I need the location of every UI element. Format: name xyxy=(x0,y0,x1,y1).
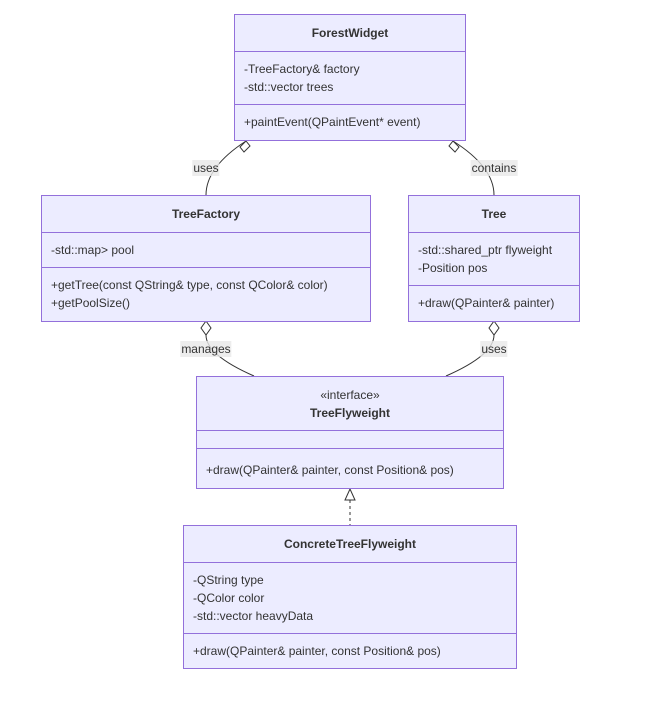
edge-label-uses: uses xyxy=(192,160,220,176)
class-attributes xyxy=(197,431,503,449)
class-attribute: -QColor color xyxy=(193,591,265,605)
class-name: ConcreteTreeFlyweight xyxy=(283,537,417,551)
class-header: TreeFactory xyxy=(42,196,370,233)
class-attributes: -TreeFactory& factory -std::vector trees xyxy=(235,52,465,105)
class-header: Tree xyxy=(409,196,579,233)
aggregation-diamond-forest-factory xyxy=(239,140,251,153)
class-method: +draw(QPainter& painter, const Position&… xyxy=(206,463,454,477)
class-attribute: -Position pos xyxy=(418,261,488,275)
edge-label-contains: contains xyxy=(470,160,518,176)
class-attributes: -QString type -QColor color -std::vector… xyxy=(184,563,516,634)
class-method: +draw(QPainter& painter, const Position&… xyxy=(193,644,441,658)
class-tree-factory: TreeFactory -std::map> pool +getTree(con… xyxy=(41,195,371,322)
class-name: ForestWidget xyxy=(311,26,389,40)
class-methods: +draw(QPainter& painter) xyxy=(409,286,579,312)
class-method: +paintEvent(QPaintEvent* event) xyxy=(244,115,421,129)
realization-arrowhead xyxy=(344,487,356,501)
class-name: Tree xyxy=(481,207,507,221)
edge-label-uses: uses xyxy=(480,341,508,357)
edge-label-manages: manages xyxy=(180,341,232,357)
class-attribute: -std::vector trees xyxy=(244,80,334,94)
class-tree-flyweight: «interface» TreeFlyweight +draw(QPainter… xyxy=(196,376,504,489)
class-stereotype: «interface» xyxy=(320,387,380,402)
class-name: TreeFlyweight xyxy=(309,405,391,420)
class-header: ForestWidget xyxy=(235,15,465,52)
class-header: «interface» TreeFlyweight xyxy=(197,377,503,431)
class-methods: +draw(QPainter& painter, const Position&… xyxy=(184,634,516,660)
class-methods: +draw(QPainter& painter, const Position&… xyxy=(197,449,503,479)
class-attribute: -std::shared_ptr flyweight xyxy=(418,243,553,257)
class-attribute: -TreeFactory& factory xyxy=(244,62,360,76)
class-method: +getTree(const QString& type, const QCol… xyxy=(51,278,328,292)
class-attribute: -QString type xyxy=(193,573,264,587)
class-methods: +getTree(const QString& type, const QCol… xyxy=(42,268,370,312)
class-attributes: -std::map> pool xyxy=(42,233,370,268)
class-methods: +paintEvent(QPaintEvent* event) xyxy=(235,105,465,131)
aggregation-diamond-factory xyxy=(200,320,212,336)
class-attribute: -std::vector heavyData xyxy=(193,609,314,623)
class-forest-widget: ForestWidget -TreeFactory& factory -std:… xyxy=(234,14,466,141)
class-method: +getPoolSize() xyxy=(51,296,131,310)
class-header: ConcreteTreeFlyweight xyxy=(184,526,516,563)
class-name: TreeFactory xyxy=(171,207,241,221)
class-method: +draw(QPainter& painter) xyxy=(418,296,555,310)
aggregation-diamond-forest-tree xyxy=(448,140,460,153)
class-tree: Tree -std::shared_ptr flyweight -Positio… xyxy=(408,195,580,322)
class-attributes: -std::shared_ptr flyweight -Position pos xyxy=(409,233,579,286)
class-concrete-tree-flyweight: ConcreteTreeFlyweight -QString type -QCo… xyxy=(183,525,517,669)
class-attribute: -std::map> pool xyxy=(51,243,135,257)
aggregation-diamond-tree xyxy=(488,320,500,336)
